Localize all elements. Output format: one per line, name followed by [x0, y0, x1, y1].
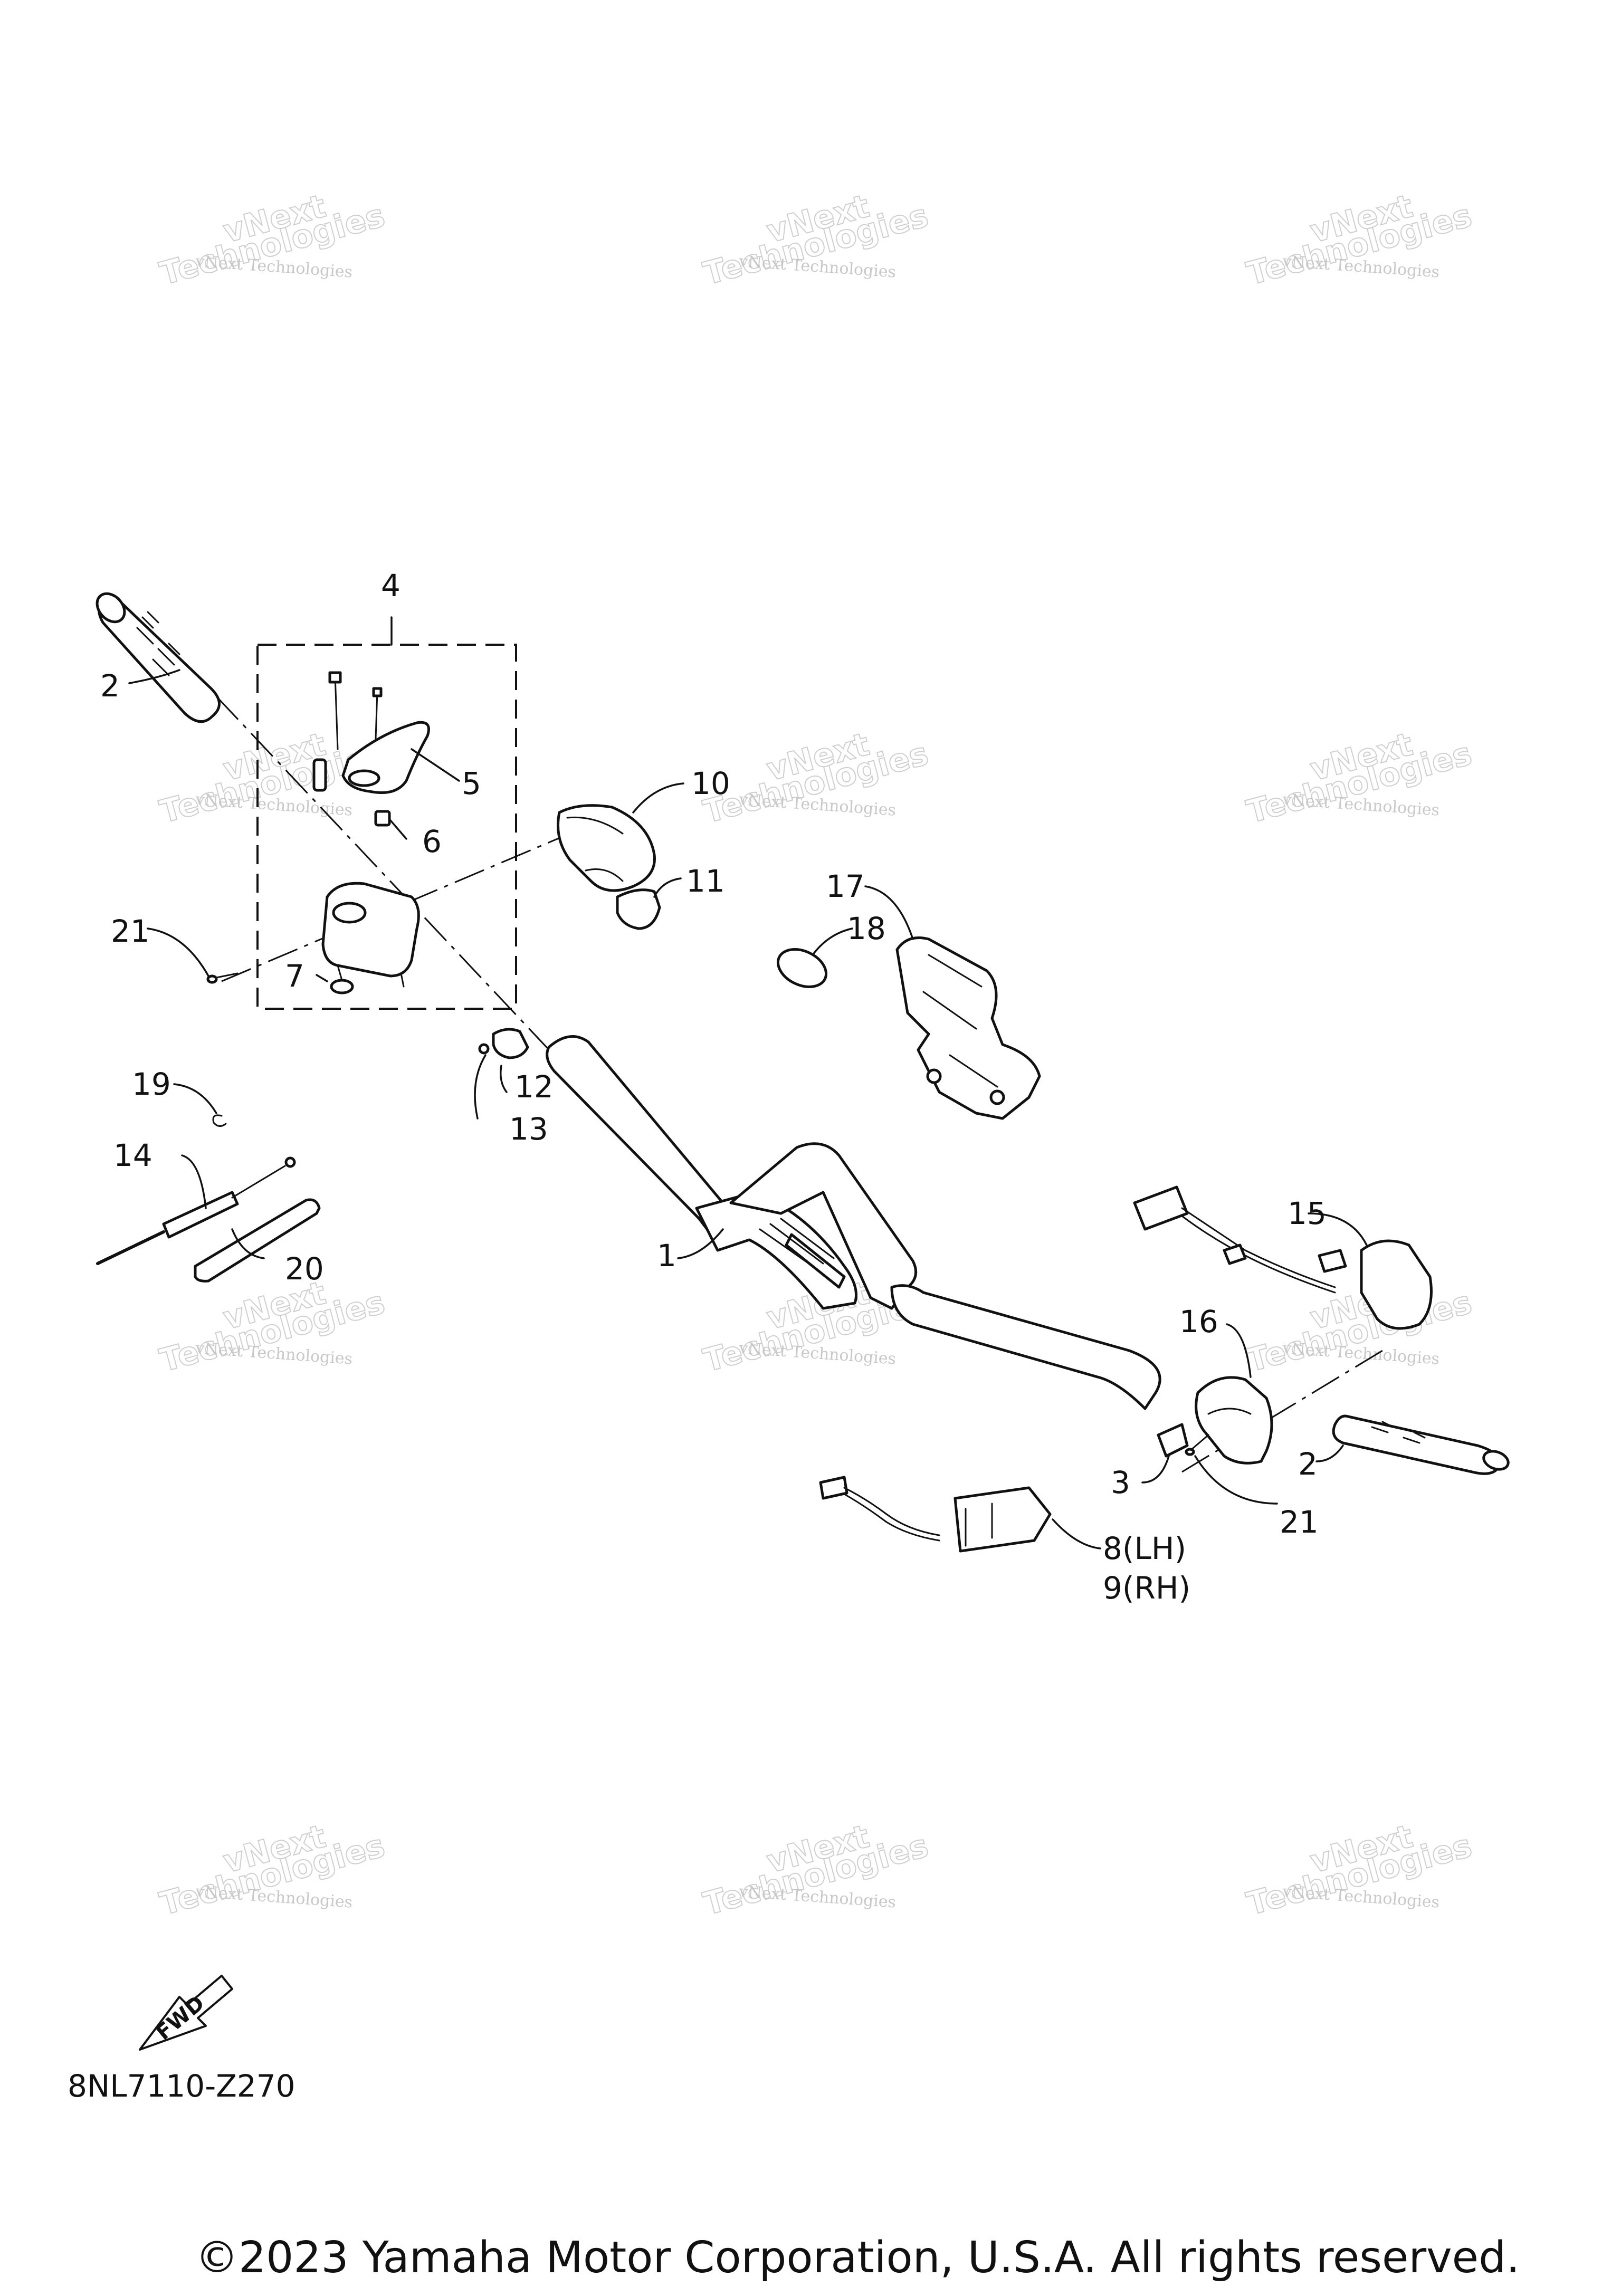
callout-7: 7: [285, 958, 304, 994]
part-switch-cover: [557, 804, 656, 892]
callout-14: 14: [113, 1137, 152, 1173]
part-switch-bracket: [895, 936, 1041, 1120]
part-screw-7: [330, 979, 354, 994]
part-handlebar: [546, 1035, 1161, 1410]
callout-3: 3: [1111, 1465, 1130, 1500]
callout-8: 8(LH): [1103, 1530, 1186, 1566]
part-tube: [194, 1198, 321, 1283]
drawing-code: 8NL7110-Z270: [68, 2068, 295, 2104]
callout-10: 10: [691, 766, 730, 801]
part-grip-left: [96, 592, 221, 723]
assembly-centerline-left: [215, 695, 555, 1056]
part-switch-knob: [616, 888, 661, 930]
assembly-centerline-right: [1181, 1350, 1383, 1473]
part-grip-right: [1332, 1414, 1510, 1475]
callout-20: 20: [285, 1251, 324, 1287]
leader-lines: [128, 669, 1368, 1549]
callout-15: 15: [1288, 1195, 1327, 1231]
callout-17: 17: [826, 868, 865, 904]
callout-13: 13: [509, 1111, 548, 1147]
part-switch-harness: [1133, 1185, 1433, 1330]
callout-5: 5: [462, 766, 481, 801]
callout-21-left: 21: [111, 913, 150, 949]
callout-21-right: 21: [1280, 1504, 1319, 1540]
part-bar-plug: [1157, 1423, 1189, 1458]
part-switch-housing-right: [1195, 1376, 1273, 1465]
callout-2-right: 2: [1298, 1446, 1318, 1482]
callout-6: 6: [422, 824, 442, 859]
part-throttle-cable: [96, 1156, 296, 1265]
callout-2-left: 2: [100, 668, 120, 704]
callout-1: 1: [657, 1238, 676, 1274]
part-throttle-lever: [312, 671, 430, 794]
part-grip-warmer: [819, 1476, 1052, 1553]
callout-16: 16: [1179, 1304, 1218, 1340]
part-ring: [776, 948, 828, 988]
callout-12: 12: [514, 1069, 554, 1105]
fwd-arrow-icon: FWD: [139, 1975, 233, 2051]
copyright-notice: ©2023 Yamaha Motor Corporation, U.S.A. A…: [195, 2233, 1520, 2283]
callout-19: 19: [132, 1066, 171, 1102]
callout-4: 4: [381, 568, 401, 604]
part-screw-21-right: [1185, 1434, 1209, 1456]
callout-18: 18: [847, 911, 886, 946]
callout-labels: 4 2 5 6 21 7 10 11 17 18 12 13 19 14 20 …: [100, 568, 1327, 1606]
assembly-centerline-switch: [221, 833, 570, 982]
part-small-switch: [478, 1028, 529, 1059]
part-clip: [212, 1114, 227, 1127]
callout-9: 9(RH): [1103, 1570, 1190, 1606]
part-nut: [374, 810, 391, 827]
part-throttle-housing: [321, 882, 420, 988]
part-screw-21-left: [206, 972, 239, 984]
group-4-box: [256, 644, 517, 1010]
callout-11: 11: [686, 863, 725, 899]
